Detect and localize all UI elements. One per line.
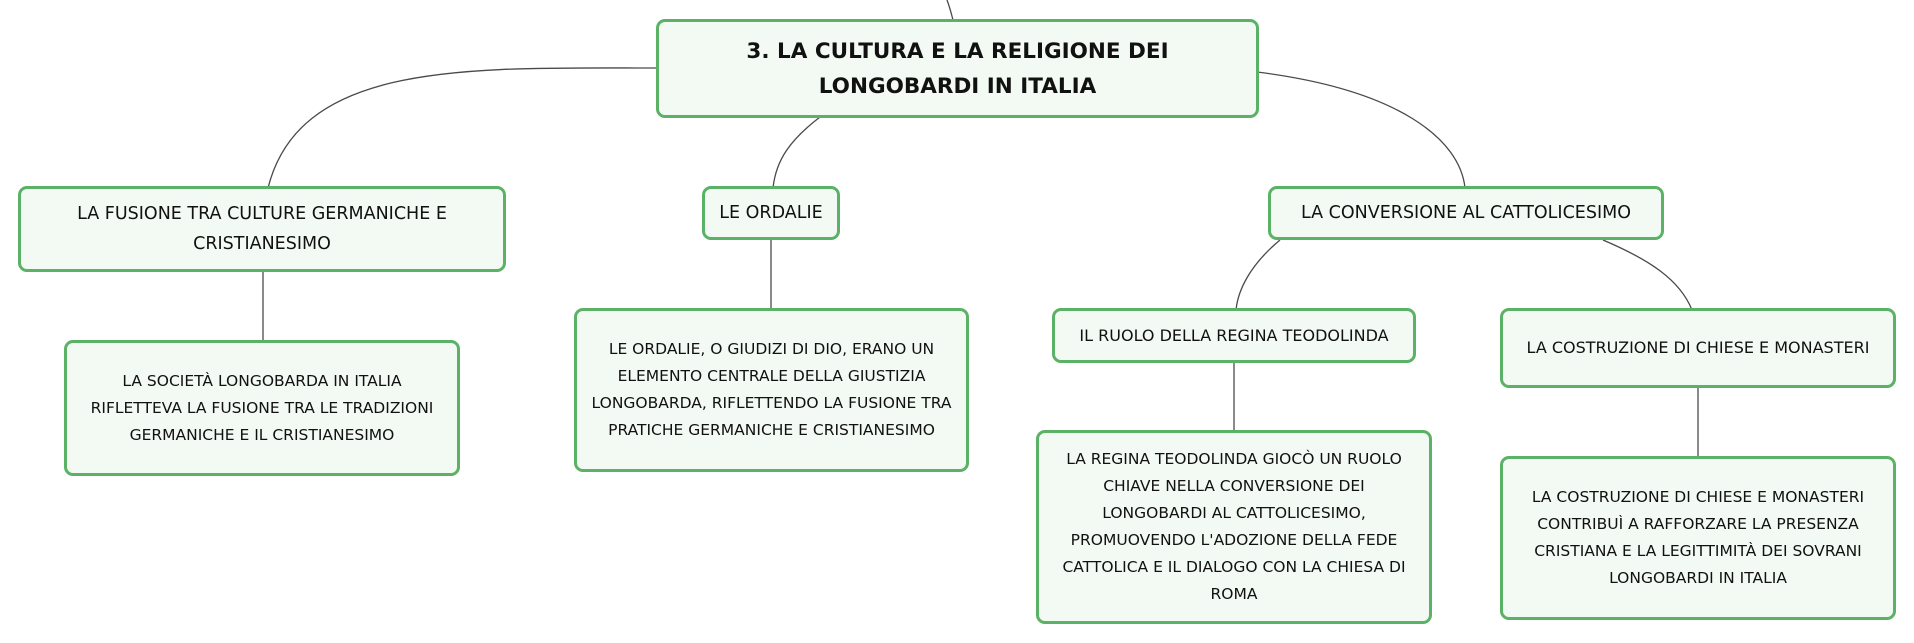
- node-teodolinda-detail-label: LA REGINA TEODOLINDA GIOCÒ UN RUOLO CHIA…: [1062, 450, 1406, 603]
- connector-root-ordalie: [772, 116, 821, 189]
- node-fusion-detail-label: LA SOCIETÀ LONGOBARDA IN ITALIA RIFLETTE…: [90, 371, 434, 444]
- node-ordalie-detail-label: LE ORDALIE, O GIUDIZI DI DIO, ERANO UN E…: [591, 340, 952, 439]
- node-ordalie[interactable]: LE ORDALIE: [702, 186, 840, 240]
- node-teodolinda-detail[interactable]: LA REGINA TEODOLINDA GIOCÒ UN RUOLO CHIA…: [1036, 430, 1432, 624]
- connector-conversione-chiese: [1602, 239, 1693, 311]
- node-ordalie-label: LE ORDALIE: [719, 203, 823, 223]
- connector-root-fusion: [267, 67, 659, 189]
- connector-root-conversione: [1256, 71, 1466, 189]
- node-chiese-detail[interactable]: LA COSTRUZIONE DI CHIESE E MONASTERI CON…: [1500, 456, 1896, 620]
- node-ordalie-detail[interactable]: LE ORDALIE, O GIUDIZI DI DIO, ERANO UN E…: [574, 308, 969, 472]
- connector-from-parent: [946, 0, 954, 21]
- node-conversione-label: LA CONVERSIONE AL CATTOLICESIMO: [1300, 203, 1631, 223]
- node-fusion[interactable]: LA FUSIONE TRA CULTURE GERMANICHE E CRIS…: [18, 186, 506, 272]
- node-chiese[interactable]: LA COSTRUZIONE DI CHIESE E MONASTERI: [1500, 308, 1896, 388]
- root-node[interactable]: 3. LA CULTURA E LA RELIGIONE DEI LONGOBA…: [656, 19, 1259, 118]
- node-teodolinda-label: IL RUOLO DELLA REGINA TEODOLINDA: [1079, 325, 1389, 345]
- node-chiese-label: LA COSTRUZIONE DI CHIESE E MONASTERI: [1526, 338, 1870, 357]
- node-chiese-detail-label: LA COSTRUZIONE DI CHIESE E MONASTERI CON…: [1531, 488, 1865, 587]
- node-conversione[interactable]: LA CONVERSIONE AL CATTOLICESIMO: [1268, 186, 1664, 240]
- node-fusion-label: LA FUSIONE TRA CULTURE GERMANICHE E CRIS…: [77, 204, 447, 254]
- node-teodolinda[interactable]: IL RUOLO DELLA REGINA TEODOLINDA: [1052, 308, 1416, 363]
- connector-conversione-teodolinda: [1235, 239, 1281, 311]
- root-node-label: 3. LA CULTURA E LA RELIGIONE DEI LONGOBA…: [746, 38, 1169, 99]
- node-fusion-detail[interactable]: LA SOCIETÀ LONGOBARDA IN ITALIA RIFLETTE…: [64, 340, 460, 476]
